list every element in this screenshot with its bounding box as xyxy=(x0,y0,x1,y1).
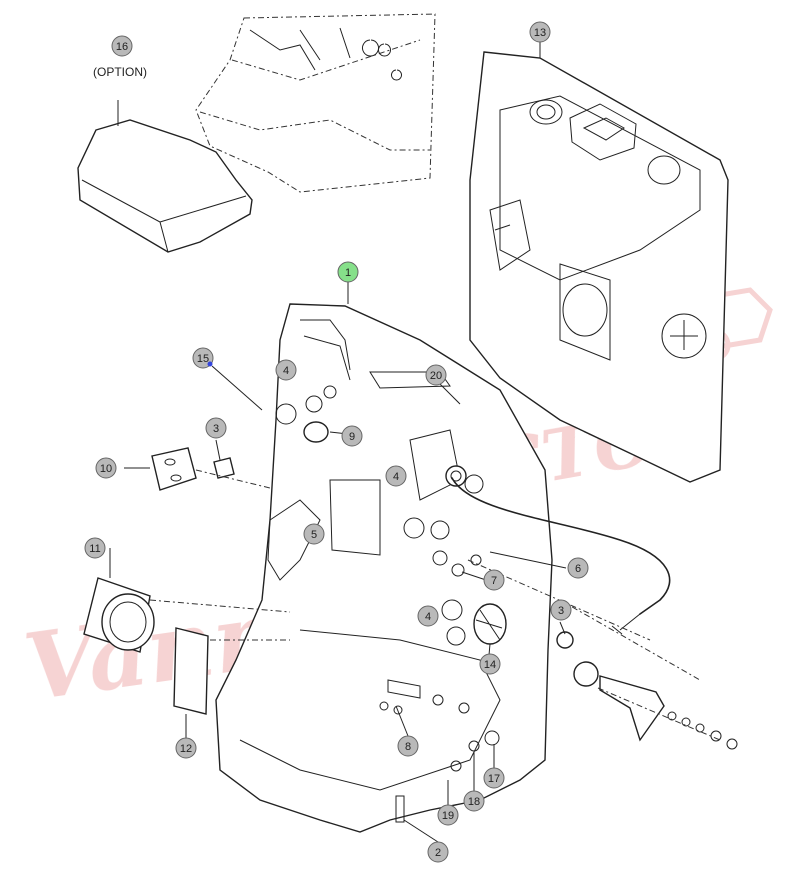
callout-label: 4 xyxy=(393,471,399,483)
callout-label: 14 xyxy=(484,659,496,671)
callout-4: 4 xyxy=(275,359,297,381)
callout-label: 3 xyxy=(558,605,564,617)
part-16-cushion xyxy=(77,100,253,253)
callout-label: 10 xyxy=(100,463,112,475)
callout-badge xyxy=(337,261,359,283)
callout-1: 1 xyxy=(337,261,359,283)
callout-badge xyxy=(463,790,485,812)
callout-label: 3 xyxy=(213,423,219,435)
callout-label: 7 xyxy=(491,575,497,587)
part-3-spacer xyxy=(213,457,235,479)
callout-badge xyxy=(550,599,572,621)
callout-4: 4 xyxy=(417,605,439,627)
callout-badge xyxy=(275,359,297,381)
callout-badge xyxy=(479,653,501,675)
part-5-plate xyxy=(329,479,381,556)
callout-label: 15 xyxy=(197,353,209,365)
callout-8: 8 xyxy=(397,735,419,757)
callout-badge xyxy=(175,737,197,759)
left-parts xyxy=(83,447,291,715)
callout-badge xyxy=(84,537,106,559)
callout-label: 2 xyxy=(435,847,441,859)
callout-label: 1 xyxy=(345,267,351,279)
callout-label: 4 xyxy=(425,611,431,623)
callout-2: 2 xyxy=(427,841,449,863)
callout-label: 12 xyxy=(180,743,192,755)
callout-4: 4 xyxy=(385,465,407,487)
callout-badge xyxy=(397,735,419,757)
part-12-cover xyxy=(173,627,209,715)
part-2-bolt xyxy=(395,795,405,823)
callout-label: 17 xyxy=(488,773,500,785)
callout-badge xyxy=(483,767,505,789)
callout-label: 18 xyxy=(468,796,480,808)
callout-18: 18 xyxy=(463,790,485,812)
callout-3: 3 xyxy=(550,599,572,621)
callout-badge xyxy=(567,557,589,579)
callout-17: 17 xyxy=(483,767,505,789)
part-8-bracket xyxy=(387,679,421,699)
callout-badge xyxy=(483,569,505,591)
callout-badge xyxy=(427,841,449,863)
callout-5: 5 xyxy=(303,523,325,545)
option-note: (OPTION) xyxy=(93,65,147,79)
callout-11: 11 xyxy=(84,537,106,559)
callout-label: 19 xyxy=(442,810,454,822)
callout-label: 6 xyxy=(575,563,581,575)
callout-badge xyxy=(385,465,407,487)
callout-13: 13 xyxy=(529,21,551,43)
callout-20: 20 xyxy=(425,364,447,386)
callout-badge xyxy=(95,457,117,479)
callout-9: 9 xyxy=(341,425,363,447)
callout-badge xyxy=(341,425,363,447)
callout-16: 16 xyxy=(111,35,133,57)
part-13-rear-panel xyxy=(469,34,729,483)
callout-12: 12 xyxy=(175,737,197,759)
callout-19: 19 xyxy=(437,804,459,826)
part-1-main-panel xyxy=(215,303,553,833)
callout-badge xyxy=(437,804,459,826)
callout-label: 16 xyxy=(116,41,128,53)
part-10-plate xyxy=(151,447,197,491)
callout-label: 9 xyxy=(349,431,355,443)
callout-7: 7 xyxy=(483,569,505,591)
ghost-cab-frame xyxy=(195,13,436,193)
callout-badge xyxy=(529,21,551,43)
callout-14: 14 xyxy=(479,653,501,675)
callout-badge xyxy=(417,605,439,627)
callout-label: 11 xyxy=(89,543,100,555)
callout-badge xyxy=(425,364,447,386)
callout-label: 13 xyxy=(534,27,546,39)
callout-10: 10 xyxy=(95,457,117,479)
callout-label: 4 xyxy=(283,365,289,377)
callout-badge xyxy=(205,417,227,439)
callout-label: 20 xyxy=(430,370,442,382)
callout-label: 8 xyxy=(405,741,411,753)
callout-badge xyxy=(111,35,133,57)
marker-dot xyxy=(207,361,213,367)
callout-label: 5 xyxy=(311,529,317,541)
callout-badge xyxy=(303,523,325,545)
callout-6: 6 xyxy=(567,557,589,579)
callout-3: 3 xyxy=(205,417,227,439)
cable xyxy=(451,477,671,615)
